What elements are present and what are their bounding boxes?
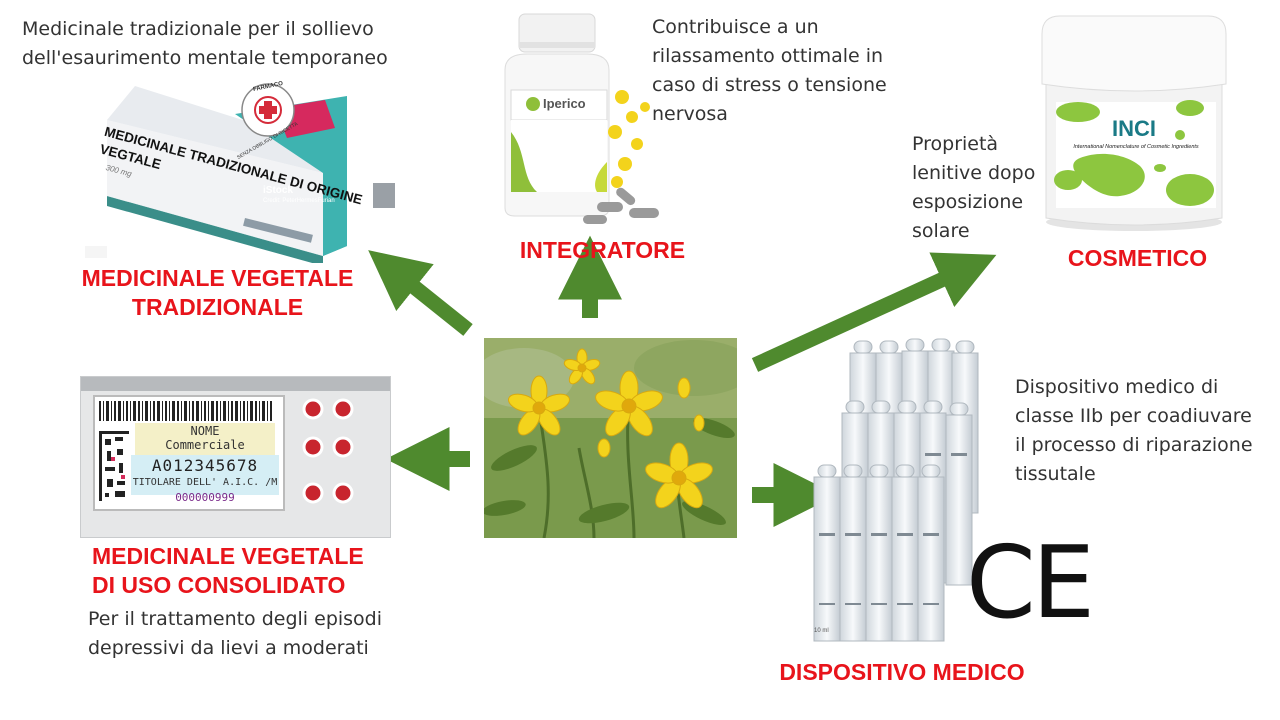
label-name-line1: NOME xyxy=(190,424,220,438)
label-number: 000000999 xyxy=(175,491,235,504)
label-name-line2: Commerciale xyxy=(165,438,245,452)
istock-watermark: iStock xyxy=(263,185,294,196)
medicinale-tradizionale-description: Medicinale tradizionale per il sollievo … xyxy=(22,18,388,69)
ce-mark: CE xyxy=(966,524,1095,641)
cosmetic-jar-icon xyxy=(1041,15,1227,231)
vials-image-icon xyxy=(813,338,979,642)
inci-title: INCI xyxy=(1112,116,1156,141)
name-box xyxy=(135,423,275,455)
code-box xyxy=(131,455,279,495)
label-holder: TITOLARE DELL' A.I.C. /M xyxy=(132,477,278,488)
datamatrix-code-icon xyxy=(99,431,129,501)
blister-pills-icon xyxy=(302,398,354,504)
cosmetico-heading: COSMETICO xyxy=(1067,245,1208,271)
bottle-label-text: Iperico xyxy=(543,96,586,111)
medicine-box-icon xyxy=(85,86,395,263)
istock-credit: Credit: PeterHermesFurian xyxy=(263,198,335,204)
uso-consolidato-heading: MEDICINALE VEGETALE DI USO CONSOLIDATO xyxy=(92,543,364,598)
cosmetic-jar-image: INCI International Nomenclature of Cosme… xyxy=(1040,10,1228,232)
dispositivo-description: Dispositivo medico di classe IIb per coa… xyxy=(1015,376,1253,485)
label-code: A012345678 xyxy=(151,456,259,475)
cosmetico-description: Proprietà lenitive dopo esposizione sola… xyxy=(912,133,1036,242)
blister-top-strip xyxy=(81,377,390,391)
hypericum-flower-photo-icon xyxy=(484,338,737,538)
medicine-label: NOME Commerciale A012345678 TITOLARE DEL… xyxy=(93,395,285,511)
vial-volume-label: 10 ml xyxy=(814,628,829,634)
barcode-top-icon xyxy=(99,401,272,421)
blister-pack-image: NOME Commerciale A012345678 TITOLARE DEL… xyxy=(80,376,391,538)
integratore-heading: INTEGRATORE xyxy=(519,237,686,263)
arrow-to-cosmetico xyxy=(751,252,997,372)
farmaco-badge-icon xyxy=(241,83,295,137)
medicine-box-image: FARMACO SENZA OBBLIGO DI RICETTA MEDICIN… xyxy=(85,78,400,263)
supplement-bottle-icon xyxy=(504,13,659,224)
integratore-bottle-image: Iperico xyxy=(497,12,667,230)
arrow-to-medicinale-tradizionale xyxy=(368,250,473,336)
inci-subtitle: International Nomenclature of Cosmetic I… xyxy=(1073,144,1199,150)
dispositivo-heading: DISPOSITIVO MEDICO xyxy=(779,659,1025,685)
uso-consolidato-description: Per il trattamento degli episodi depress… xyxy=(88,608,383,659)
integratore-description: Contribuisce a un rilassamento ottimale … xyxy=(652,16,887,125)
medicinale-tradizionale-heading: MEDICINALE VEGETALE TRADIZIONALE xyxy=(81,265,354,320)
